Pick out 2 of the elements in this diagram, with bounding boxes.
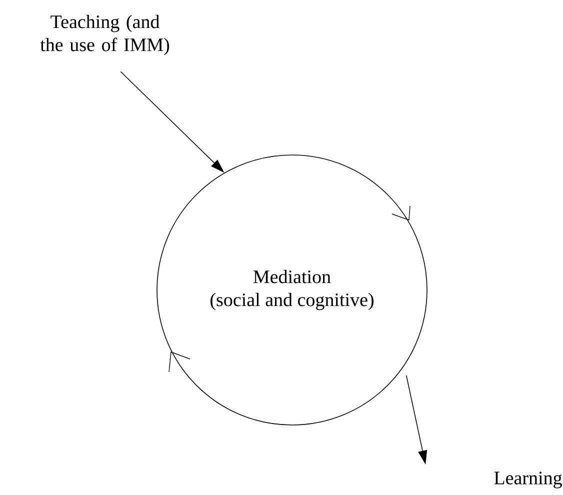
node-label: Teaching (and the use of IMM)	[40, 14, 170, 56]
node-label: Learning	[494, 472, 562, 488]
